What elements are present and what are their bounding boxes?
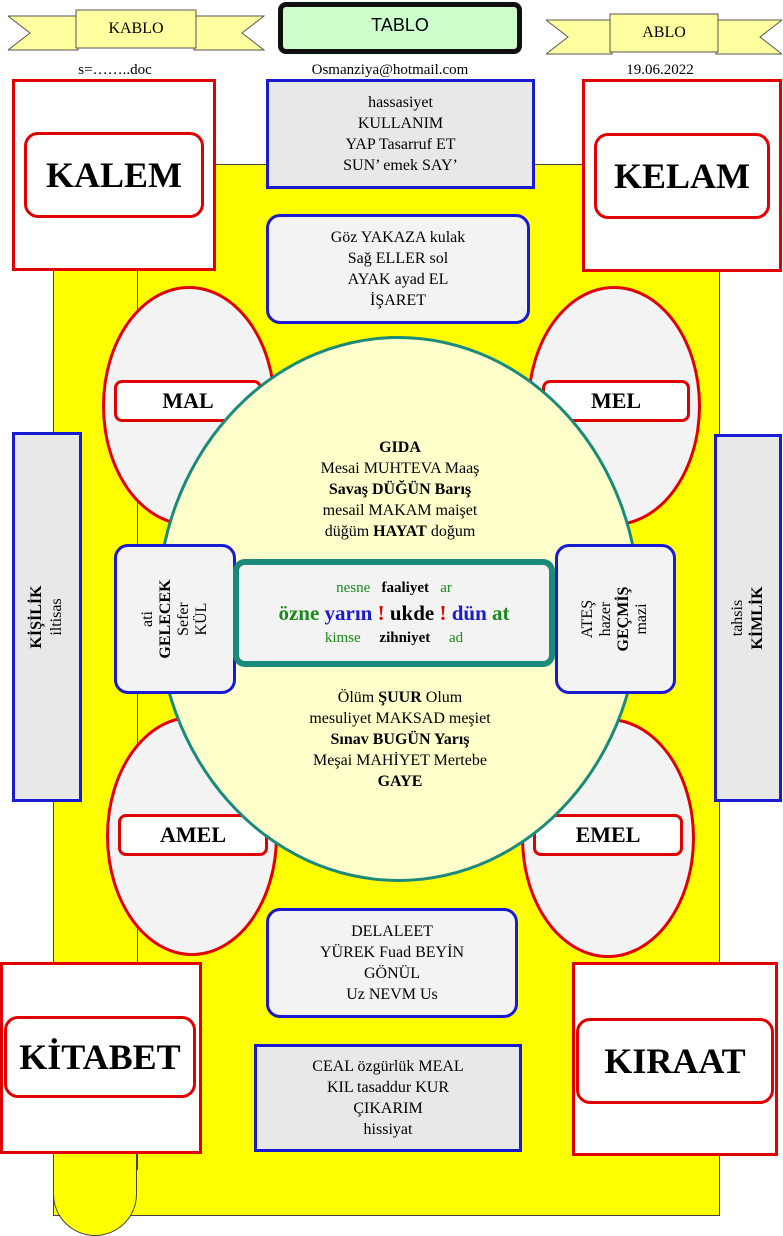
senses-line-1: Göz YAKAZA kulak [330,229,466,246]
top-info-box: hassasiyet KULLANIM YAP Tasarruf ET SUN’… [266,79,535,189]
top-box-line-3: YAP Tasarruf ET [345,136,456,153]
senses-box: Göz YAKAZA kulak Sağ ELLER sol AYAK ayad… [266,214,530,324]
kimlik-box [714,434,782,802]
circle-bottom-text: Ölüm ŞUUR Olum mesuliyet MAKSAD meşiet S… [230,684,570,794]
senses-line-3: AYAK ayad EL [347,271,449,288]
senses-line-4: İŞARET [370,292,426,309]
table-leg-left [137,270,138,1170]
future-line-2: GELECEK [157,579,174,659]
past-line-4: mazi [633,603,650,635]
circle-bottom-line-2: mesuliyet MAKSAD meşiet [309,709,491,727]
kisilik-line-1: KİŞİLİK [28,585,45,649]
page-title: TABLO [278,2,522,54]
heart-line-4: Uz NEVM Us [346,986,438,1003]
circle-top-line-2: Mesai MUHTEVA Maaş [320,459,480,477]
circle-bottom-line-4: Meşai MAHİYET Mertebe [313,751,487,769]
top-box-line-2: KULLANIM [357,115,444,132]
heart-line-1: DELALEET [351,923,433,940]
circle-bottom-line-3: Sınav BUGÜN Yarış [330,730,470,748]
bottom-box-line-2: KIL tasaddur KUR [326,1079,450,1096]
gida: GIDA [379,438,421,456]
kisilik-text: KİŞİLİK iltisas [19,467,75,767]
future-line-4: KÜL [193,602,210,636]
kelam-label: KELAM [594,133,770,219]
bottom-box-line-1: CEAL özgürlük MEAL [312,1058,464,1075]
top-box-line-4: SUN’ emek SAY’ [343,157,458,174]
kimlik-text: tahsis KİMLİK [720,468,776,768]
gaye: GAYE [377,772,423,790]
kimlik-line-1: tahsis [729,599,746,637]
senses-line-2: Sağ ELLER sol [347,250,449,267]
table-bottom-tab [53,1150,137,1236]
center-row-1: nesne faaliyet ar [336,580,452,596]
emel-label: EMEL [533,814,683,856]
bottom-info-box: CEAL özgürlük MEAL KIL tasaddur KUR ÇIKA… [254,1044,522,1152]
kisilik-box [12,432,82,802]
file-name: s=……..doc [78,61,152,78]
circle-top-line-5: düğüm HAYAT doğum [324,522,476,540]
left-ribbon-label: KABLO [108,20,164,37]
mal-label: MAL [114,380,262,422]
heart-line-3: GÖNÜL [364,965,420,982]
bottom-box-line-3: ÇIKARIM [353,1100,423,1117]
past-text: ATEŞ hazer GEÇMİŞ mazi [579,544,650,694]
heart-line-2: YÜREK Fuad BEYİN [320,944,464,961]
future-line-3: Sefer [175,602,192,636]
future-line-1: ati [139,611,156,628]
circle-top-text: GIDA Mesai MUHTEVA Maaş Savaş DÜĞÜN Barı… [230,434,570,544]
right-ribbon-label: ABLO [642,24,686,41]
date: 19.06.2022 [626,61,694,78]
kitabet-label: KİTABET [4,1016,196,1098]
past-line-1: ATEŞ [579,599,596,639]
circle-bottom-line-1: Ölüm ŞUUR Olum [337,688,463,706]
email: Osmanziya@hotmail.com [311,61,469,78]
future-text: ati GELECEK Sefer KÜL [139,544,210,694]
center-row-3: kimse zihniyet ad [324,630,464,646]
center-row-2: özne yarın ! ukde ! dün at [278,601,510,625]
right-ribbon [546,13,782,55]
bottom-box-line-4: hissiyat [363,1121,413,1138]
kiraat-label: KIRAAT [576,1018,774,1104]
past-box [555,544,676,694]
left-ribbon [8,9,266,51]
heart-box: DELALEET YÜREK Fuad BEYİN GÖNÜL Uz NEVM … [266,908,518,1018]
future-box [114,544,236,694]
top-box-line-1: hassasiyet [368,94,433,111]
circle-top-line-3: Savaş DÜĞÜN Barış [328,480,472,498]
circle-top-line-4: mesail MAKAM maişet [322,501,478,519]
kalem-label: KALEM [24,132,204,218]
kimlik-line-2: KİMLİK [749,586,766,650]
past-line-2: hazer [597,601,614,637]
center-box: nesne faaliyet ar özne yarın ! ukde ! dü… [233,559,555,667]
past-line-3: GEÇMİŞ [615,586,632,652]
kisilik-line-2: iltisas [48,598,65,636]
